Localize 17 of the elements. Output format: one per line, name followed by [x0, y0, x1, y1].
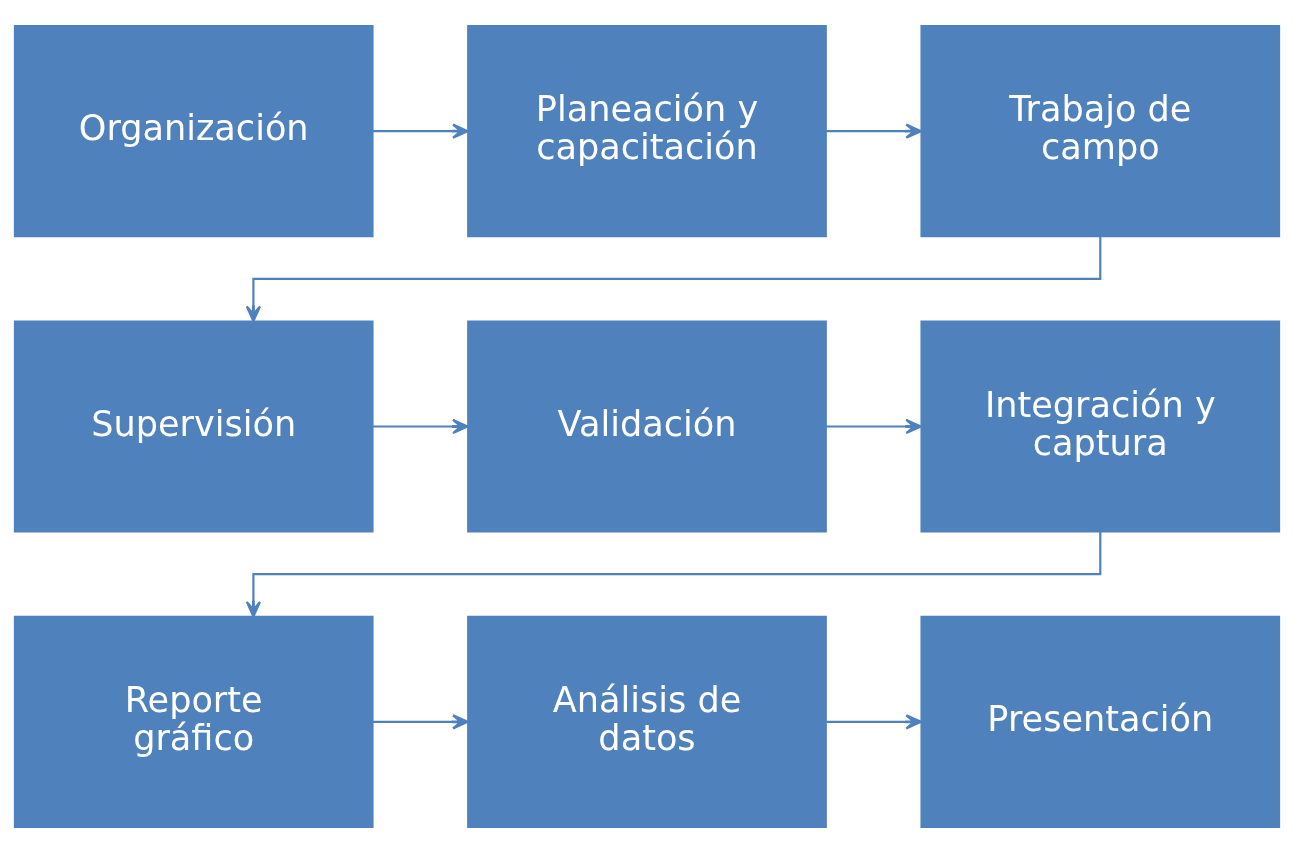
arrow	[826, 713, 923, 730]
arrow	[826, 122, 923, 139]
arrow	[245, 531, 1102, 618]
arrow	[372, 122, 469, 139]
arrow	[372, 418, 469, 434]
node-box: Organización	[13, 24, 374, 237]
node-box: Integración y captura	[920, 320, 1281, 532]
node-box: Análisis de datos	[467, 615, 827, 828]
node-box: Presentación	[920, 615, 1281, 828]
arrow	[372, 713, 469, 730]
node-box: Planeación y capacitación	[467, 24, 827, 237]
node-box: Reporte gráfico	[13, 615, 374, 828]
node-box: Validación	[467, 320, 827, 532]
arrow	[826, 418, 923, 434]
node-box: Trabajo de campo	[920, 24, 1281, 237]
node-box: Supervisión	[13, 320, 374, 532]
arrow	[245, 236, 1102, 322]
